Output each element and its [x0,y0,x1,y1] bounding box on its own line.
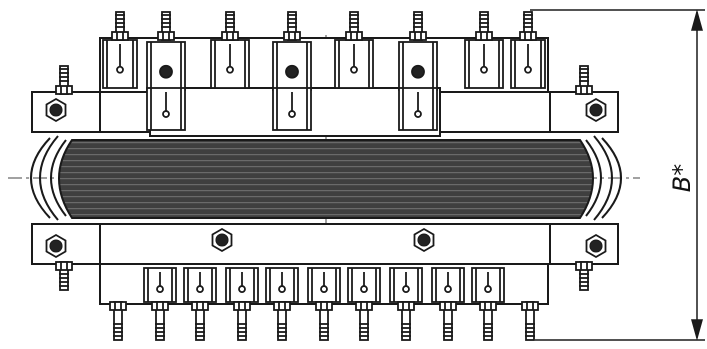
top-stud [519,11,537,41]
bottom-stud [439,301,457,341]
beam-center-nut [413,227,435,253]
beam-center-nut [211,227,233,253]
side-stud-top [575,65,593,95]
bottom-terminal [431,267,465,303]
bottom-stud [109,301,127,341]
top-terminal-lower [398,87,438,131]
bottom-clamp-beam [31,223,619,265]
bottom-studs [55,261,593,341]
top-stud [345,11,363,41]
top-stud [111,11,129,41]
top-stud [409,11,427,41]
top-terminal-lower [272,87,312,131]
top-stud [221,11,239,41]
top-studs [55,11,593,95]
bottom-terminal [307,267,341,303]
top-terminal [398,41,438,91]
top-terminal [210,39,250,89]
top-stud [283,11,301,41]
top-terminal [510,39,546,89]
top-stud [475,11,493,41]
beam-end-nut [585,97,607,123]
bottom-stud [315,301,333,341]
bottom-stud [355,301,373,341]
bottom-terminal [225,267,259,303]
bottom-stud [191,301,209,341]
bottom-stud [273,301,291,341]
bottom-stud [397,301,415,341]
winding-body [58,139,594,219]
top-terminal [272,41,312,91]
beam-end-nut [45,233,67,259]
bottom-terminals [143,267,505,303]
top-terminal [146,41,186,91]
bottom-terminal [389,267,423,303]
bottom-stud [233,301,251,341]
top-terminals [102,39,546,131]
top-terminal-lower [146,87,186,131]
top-terminal [464,39,504,89]
side-stud-top [55,65,73,95]
dimension-label: B* [668,164,696,192]
beam-nuts [211,227,435,253]
bottom-terminal [471,267,505,303]
end-cap-left [30,135,67,221]
top-stud [157,11,175,41]
bottom-stud [479,301,497,341]
beam-end-nut [585,233,607,259]
dimension-b [530,9,705,341]
side-bolts [45,97,607,259]
bottom-stud [521,301,539,341]
side-stud-bottom [575,261,593,291]
bottom-terminal [347,267,381,303]
bottom-stud [151,301,169,341]
top-terminal [102,39,138,89]
bottom-terminal [143,267,177,303]
top-terminal [334,39,374,89]
end-cap-right [585,135,622,221]
beam-end-nut [45,97,67,123]
side-stud-bottom [55,261,73,291]
bottom-terminal [265,267,299,303]
bottom-terminal [183,267,217,303]
